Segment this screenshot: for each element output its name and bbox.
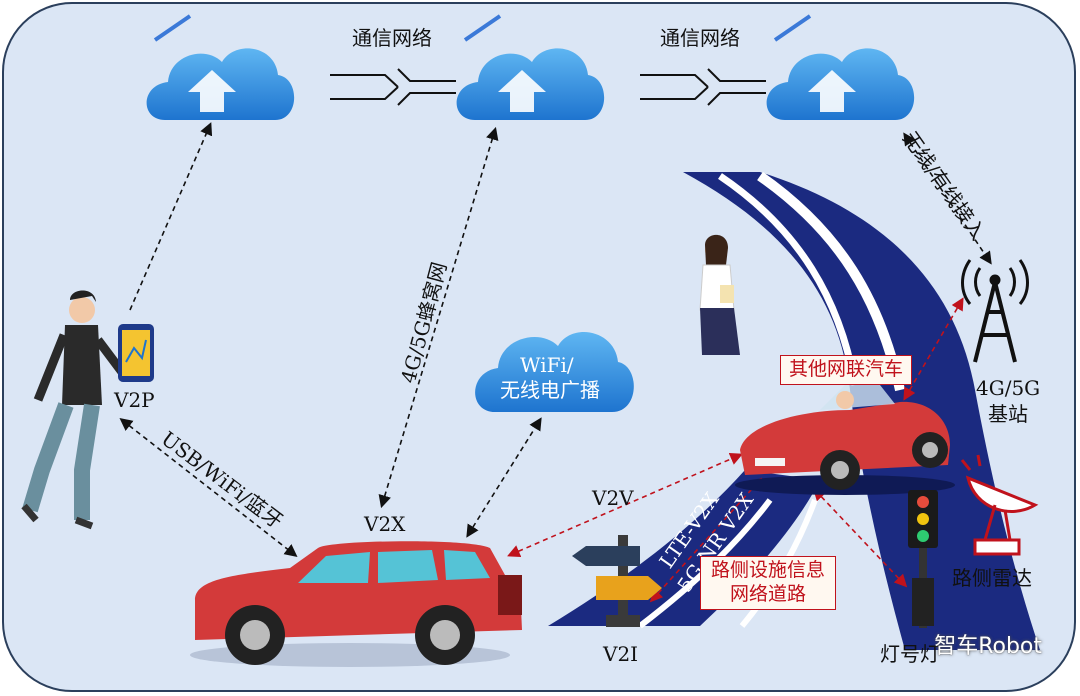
radar-icon [960, 454, 1039, 556]
base-station-icon [961, 259, 1029, 363]
v2x-red-arrows [507, 297, 964, 603]
connection-arrows [119, 122, 992, 557]
pedestrian-icon [21, 290, 126, 530]
v2p-label: V2P [114, 388, 155, 412]
woman-icon [699, 234, 740, 355]
signpost-icon [572, 535, 662, 627]
traffic-light-icon [908, 490, 938, 628]
v2v-label: V2V [592, 486, 634, 510]
roadside-line2: 网络道路 [729, 582, 806, 605]
roadside-info-box: 路侧设施信息 网络道路 [700, 556, 836, 610]
radar-label: 路侧雷达 [952, 566, 1032, 590]
v2x-label: V2X [364, 512, 406, 536]
cloud-icon [146, 48, 295, 120]
decoration-strokes [153, 14, 812, 42]
roadside-line1: 路侧设施信息 [710, 559, 825, 581]
cloud-icon [456, 48, 605, 120]
cloud-icon [475, 332, 634, 412]
v2i-label: V2I [603, 642, 639, 666]
network-label-left: 通信网络 [352, 26, 432, 50]
sports-car-icon [735, 385, 955, 495]
watermark: 智车Robot [934, 634, 1042, 659]
wifi-cloud-line1: WiFi/ [520, 353, 574, 377]
base-station-line1: 4G/5G [976, 376, 1041, 400]
traffic-light-label: 灯号灯 [880, 642, 940, 666]
wifi-cloud-line2: 无线电广播 [500, 378, 600, 402]
other-car-label: 其他网联汽车 [780, 355, 912, 385]
phone-icon [118, 324, 154, 382]
car-icon [190, 541, 522, 667]
network-link [330, 68, 766, 106]
cloud-icon [766, 48, 915, 120]
network-label-right: 通信网络 [660, 26, 740, 50]
base-station-line2: 基站 [988, 402, 1028, 426]
